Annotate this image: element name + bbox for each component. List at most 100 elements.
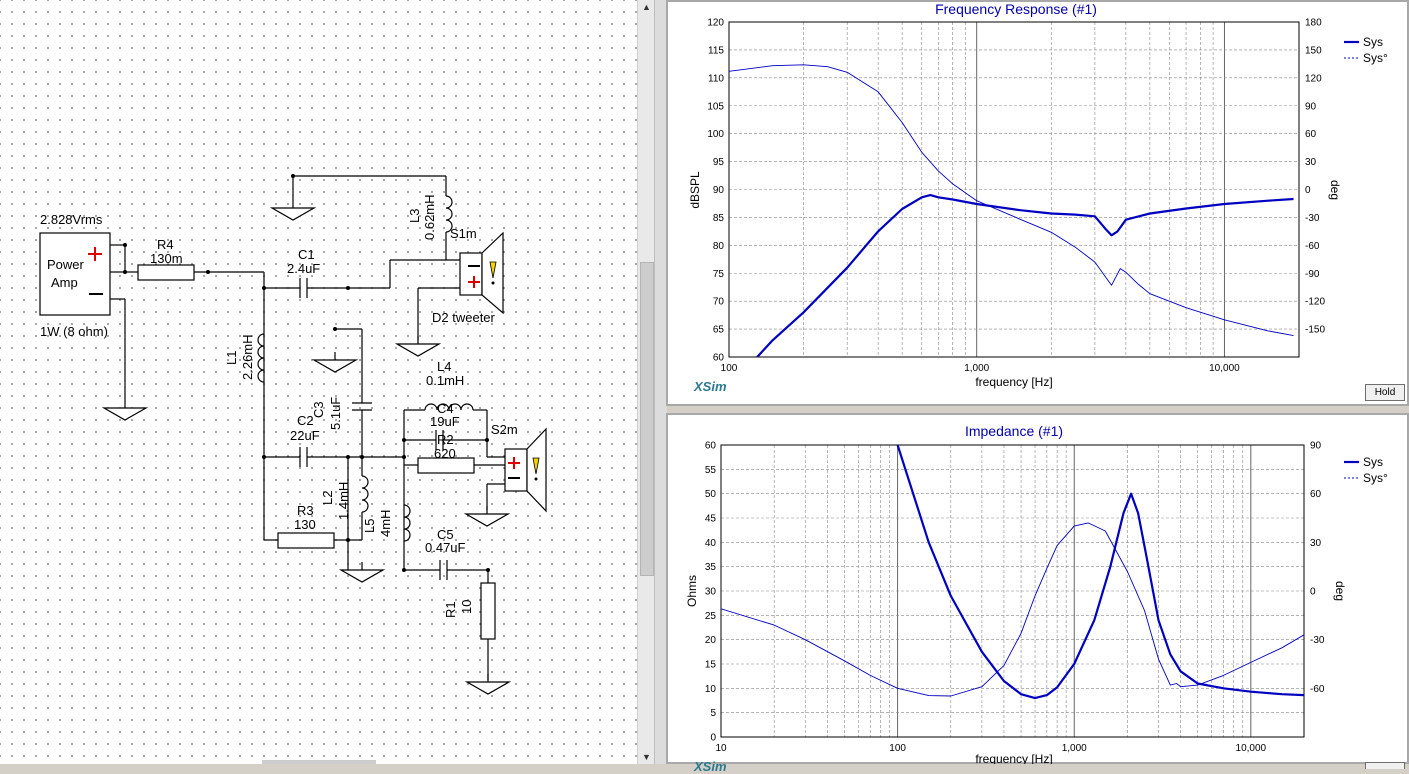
l4-value: 0.1mH bbox=[426, 373, 464, 388]
y2-tick-label: 60 bbox=[1310, 489, 1322, 500]
s1-label: D2 tweeter bbox=[432, 310, 496, 325]
y2-tick-label: -120 bbox=[1305, 297, 1325, 308]
legend: Sys Sys° bbox=[1344, 35, 1388, 65]
chart-title: Impedance (#1) bbox=[965, 423, 1063, 439]
y2-tick-label: 60 bbox=[1305, 129, 1317, 140]
y-tick-label: 25 bbox=[705, 611, 717, 622]
y-tick-label: 45 bbox=[705, 514, 717, 525]
pane-splitter[interactable] bbox=[654, 0, 667, 764]
y-tick-label: 110 bbox=[708, 73, 724, 84]
frequency-response-chart: Frequency Response (#1) 6065707580859095… bbox=[688, 2, 1388, 389]
xsim-watermark: XSim bbox=[694, 379, 727, 394]
y-tick-label: 15 bbox=[705, 660, 717, 671]
y-axis-label: dBSPL bbox=[688, 171, 702, 209]
y-tick-label: 10 bbox=[705, 684, 717, 695]
r2-value: 620 bbox=[434, 446, 456, 461]
y2-tick-label: 90 bbox=[1310, 441, 1322, 452]
c3-name: C3 bbox=[311, 401, 326, 418]
y-tick-label: 0 bbox=[710, 733, 716, 744]
y-tick-label: 50 bbox=[705, 489, 717, 500]
y-tick-label: 20 bbox=[705, 635, 717, 646]
l3-name: L3 bbox=[407, 209, 422, 223]
l5-name: L5 bbox=[362, 519, 377, 533]
l1-value: 2.26mH bbox=[240, 334, 255, 380]
y2-axis-label: deg bbox=[1328, 180, 1342, 200]
x-tick-label: 10,000 bbox=[1236, 743, 1267, 754]
plot-frame bbox=[720, 444, 1305, 738]
y2-tick-label: 30 bbox=[1310, 538, 1322, 549]
x-tick-label: 10 bbox=[715, 743, 727, 754]
amp-label-line2: Amp bbox=[51, 275, 78, 290]
y2-tick-label: -60 bbox=[1310, 684, 1325, 695]
scroll-up-arrow-icon[interactable]: ▲ bbox=[642, 2, 651, 12]
c1-value: 2.4uF bbox=[287, 261, 320, 276]
y-tick-label: 30 bbox=[705, 587, 717, 598]
y-tick-label: 60 bbox=[705, 441, 717, 452]
amp-rating-label: 1W (8 ohm) bbox=[40, 324, 108, 339]
s1-name: S1m bbox=[450, 226, 477, 241]
impedance-chart: Impedance (#1) 051015202530354045505560 … bbox=[685, 423, 1388, 764]
y-tick-label: 80 bbox=[713, 241, 725, 252]
legend-sys-phase: Sys° bbox=[1363, 51, 1388, 65]
l2-value: 1.4mH bbox=[336, 482, 351, 520]
schematic-horizontal-scrollbar-thumb[interactable] bbox=[262, 760, 376, 764]
schematic-vertical-scrollbar[interactable]: ▲ ▼ bbox=[637, 0, 655, 764]
y2-tick-label: -30 bbox=[1305, 213, 1320, 224]
r4-name: R4 bbox=[157, 237, 174, 252]
magnitude-curve bbox=[896, 445, 1304, 700]
y-tick-label: 65 bbox=[713, 325, 725, 336]
y2-tick-label: -150 bbox=[1305, 325, 1325, 336]
y2-tick-label: -60 bbox=[1305, 241, 1320, 252]
x-tick-label: 1,000 bbox=[1062, 743, 1087, 754]
y2-axis-label: deg bbox=[1333, 581, 1347, 601]
y-tick-label: 70 bbox=[713, 297, 725, 308]
legend-sys: Sys bbox=[1363, 35, 1383, 49]
schematic-drawing: 2.828Vrms Power Amp 1W (8 ohm) R4 130m C… bbox=[39, 174, 547, 695]
l3-value: 0.62mH bbox=[422, 194, 437, 240]
y2-tick-label: 30 bbox=[1305, 157, 1317, 168]
x-tick-label: 10,000 bbox=[1209, 363, 1240, 374]
legend-sys: Sys bbox=[1363, 455, 1383, 469]
plot-frame bbox=[728, 21, 1300, 358]
y2-tick-label: 0 bbox=[1310, 587, 1316, 598]
phase-curve bbox=[721, 522, 1304, 697]
y-tick-label: 60 bbox=[713, 353, 725, 364]
r1-value: 10 bbox=[459, 600, 474, 614]
l4-name: L4 bbox=[437, 359, 451, 374]
c4-name: C4 bbox=[437, 401, 454, 416]
x-tick-label: 1,000 bbox=[964, 363, 989, 374]
schematic-canvas[interactable]: 2.828Vrms Power Amp 1W (8 ohm) R4 130m C… bbox=[0, 0, 637, 764]
x-axis-label: frequency [Hz] bbox=[975, 375, 1052, 389]
y2-tick-label: 180 bbox=[1305, 18, 1322, 29]
hold-button-partial[interactable] bbox=[1365, 762, 1405, 769]
hold-button[interactable]: Hold bbox=[1365, 384, 1405, 401]
y-axis-label: Ohms bbox=[685, 575, 699, 607]
r1-name: R1 bbox=[443, 601, 458, 618]
r2-name: R2 bbox=[437, 432, 454, 447]
xsim-watermark: XSim bbox=[694, 759, 727, 774]
y-tick-label: 5 bbox=[710, 708, 716, 719]
c2-value: 22uF bbox=[290, 428, 320, 443]
y2-tick-label: 90 bbox=[1305, 101, 1317, 112]
y-tick-label: 95 bbox=[713, 157, 725, 168]
c1-name: C1 bbox=[298, 247, 315, 262]
c3-value: 5.1uF bbox=[328, 397, 343, 430]
y2-tick-label: 120 bbox=[1305, 73, 1322, 84]
c4-value: 19uF bbox=[430, 414, 460, 429]
legend-sys-phase: Sys° bbox=[1363, 471, 1388, 485]
scrollbar-thumb[interactable] bbox=[640, 262, 654, 576]
y2-tick-label: -90 bbox=[1305, 269, 1320, 280]
source-value-label: 2.828Vrms bbox=[40, 212, 103, 227]
resistor-r3 bbox=[277, 532, 335, 549]
y-tick-label: 90 bbox=[713, 185, 725, 196]
phase-curve bbox=[729, 64, 1294, 337]
legend: Sys Sys° bbox=[1344, 455, 1388, 485]
y-tick-label: 55 bbox=[705, 465, 717, 476]
power-amp-box bbox=[39, 232, 111, 316]
c5-value: 0.47uF bbox=[425, 540, 466, 555]
c2-name: C2 bbox=[297, 413, 314, 428]
scroll-down-arrow-icon[interactable]: ▼ bbox=[642, 752, 651, 762]
l2-name: L2 bbox=[320, 491, 335, 505]
